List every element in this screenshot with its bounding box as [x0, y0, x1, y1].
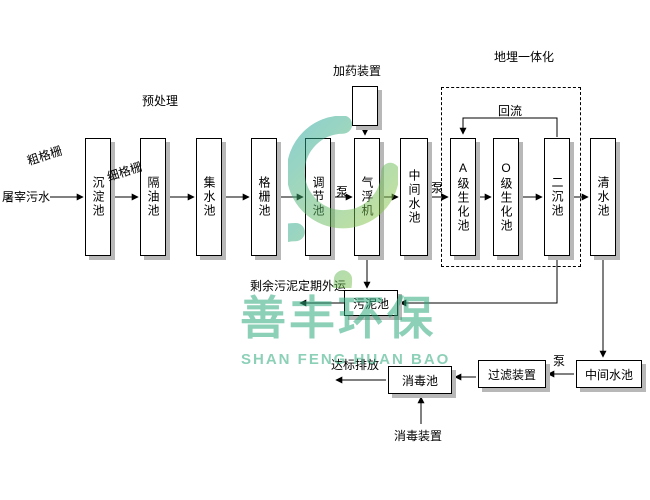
- pump-label-2: 泵: [431, 181, 444, 195]
- reflux-line: [459, 117, 558, 137]
- reflux-label: 回流: [498, 104, 523, 118]
- tank-air-flotation: 气浮机: [354, 138, 380, 256]
- pump-label-1: 泵: [336, 185, 349, 199]
- tank-oil-separation: 隔油池: [140, 138, 166, 256]
- influent-label: 屠宰污水: [2, 190, 51, 204]
- intermediate-tank-2-box: 中间水池: [576, 360, 642, 388]
- tank-intermediate: 中间水池: [400, 138, 428, 256]
- sludge-tank-box: 污泥池: [344, 290, 398, 316]
- excess-sludge-label: 剩余污泥定期外运: [250, 279, 347, 293]
- dosing-device-label: 加药装置: [333, 64, 382, 78]
- filter-device-box: 过滤装置: [478, 360, 546, 388]
- dosing-device-box: [352, 86, 378, 126]
- disinfection-tank-box: 消毒池: [388, 366, 452, 394]
- secondary-sludge-line: [399, 257, 558, 307]
- tank-o-biochemical: O级生化池: [493, 138, 519, 256]
- buried-integration-label: 地埋一体化: [494, 50, 555, 64]
- tank-secondary-sedimentation: 二沉池: [544, 138, 570, 256]
- tank-sedimentation: 沉淀池: [85, 138, 111, 256]
- tank-collection: 集水池: [196, 138, 222, 256]
- pump-label-3: 泵: [553, 354, 566, 368]
- tank-regulation: 调节池: [305, 138, 331, 256]
- disinfection-device-label: 消毒装置: [394, 429, 443, 443]
- buried-integration-zone: [441, 87, 581, 267]
- pretreatment-label: 预处理: [142, 94, 179, 108]
- discharge-label: 达标排放: [331, 358, 380, 372]
- tank-a-biochemical: A级生化池: [450, 138, 476, 256]
- tank-clear-water: 清水池: [590, 138, 616, 256]
- tank-screen: 格栅池: [251, 138, 277, 256]
